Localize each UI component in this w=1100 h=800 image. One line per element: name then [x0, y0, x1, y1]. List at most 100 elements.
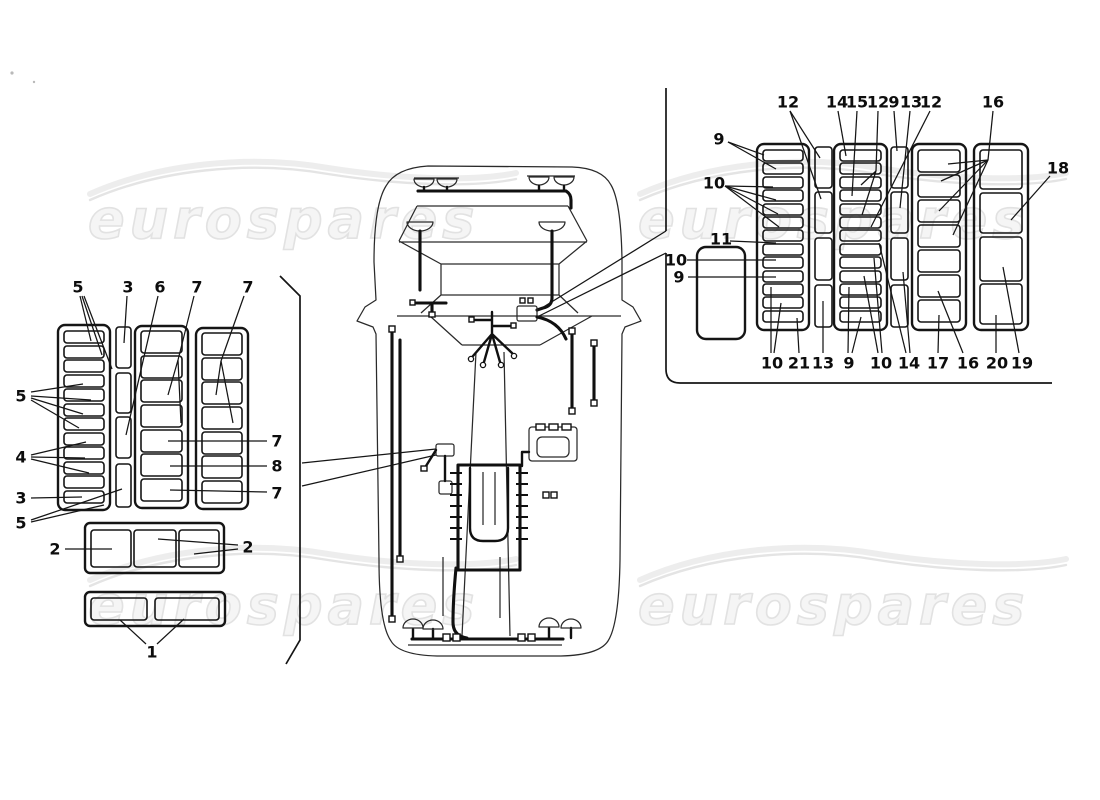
fuse-slot: [890, 191, 909, 234]
callout-line: [937, 314, 940, 354]
callout-label: 1: [146, 643, 157, 662]
callout-label: 19: [1011, 354, 1033, 373]
callout-label: 21: [788, 354, 810, 373]
connector: [568, 327, 576, 335]
callout-label: 10: [870, 354, 892, 373]
fuse-slot: [839, 149, 882, 162]
callout-line: [861, 170, 877, 216]
callout-line: [81, 295, 103, 356]
callout-line: [30, 383, 84, 393]
connector: [468, 316, 475, 323]
callout-line: [220, 360, 234, 424]
callout-line: [125, 295, 159, 436]
callout-label: 3: [122, 278, 133, 297]
callout-line: [30, 504, 105, 523]
connector: [590, 399, 598, 407]
callout-line: [773, 302, 782, 354]
fuse-slot: [839, 176, 882, 189]
callout-line: [789, 110, 822, 200]
harness-branch-tree: [471, 310, 514, 364]
callout-line: [1002, 266, 1020, 354]
battery-terminal: [548, 423, 559, 431]
fuse-box-outline: [83, 590, 227, 628]
callout-line: [873, 257, 883, 354]
callout-label: 13: [900, 93, 922, 112]
fuse-slot: [890, 146, 909, 189]
print-speck: [10, 71, 14, 75]
fuse-slot: [133, 529, 177, 568]
connector: [388, 325, 396, 333]
callout-line: [30, 456, 86, 459]
callout-line: [796, 317, 800, 354]
battery-cap: [536, 436, 570, 458]
connector: [510, 322, 517, 329]
callout-label: 14: [898, 354, 920, 373]
callout-line: [947, 159, 989, 165]
callout-line: [851, 110, 858, 197]
fuse-slot: [201, 480, 243, 504]
relay-box-2: [438, 480, 453, 495]
connector: [519, 297, 526, 304]
headlight-pods: [413, 175, 575, 188]
fuse-slot: [90, 597, 148, 621]
fuse-slot: [917, 224, 961, 248]
callout-line: [156, 618, 185, 645]
fuse-slot: [140, 453, 183, 477]
panel-frame: [665, 88, 1052, 384]
callout-label: 10: [703, 174, 725, 193]
front-harness-stubs: [422, 184, 566, 193]
callout-line: [878, 242, 907, 354]
watermark-text: eurospares: [638, 574, 1029, 637]
callout-line: [215, 360, 222, 396]
fuse-slot: [917, 149, 961, 173]
fuse-slot: [63, 446, 105, 460]
fuse-slot: [839, 203, 882, 216]
engine-detail: [482, 472, 496, 525]
callout-label: 5: [15, 387, 26, 406]
callout-label: 12: [777, 93, 799, 112]
callout-label: 17: [927, 354, 949, 373]
left-sill-harness: [390, 330, 402, 618]
callout-line: [847, 286, 850, 354]
battery-terminal: [561, 423, 572, 431]
callout-label: 7: [242, 278, 253, 297]
connector: [409, 299, 416, 306]
callout-line: [987, 110, 994, 161]
fuse-slot: [839, 216, 882, 229]
dashboard-fusebox-location: [516, 305, 538, 322]
callout-label: 12: [867, 93, 889, 112]
fuse-slot: [762, 296, 804, 309]
fuse-slot: [839, 310, 882, 323]
fuse-slot: [201, 332, 243, 356]
fuse-slot: [762, 189, 804, 202]
callout-line: [79, 295, 92, 342]
fuse-slot: [63, 388, 105, 402]
location-pointer-line: [536, 252, 667, 318]
callout-label: 5: [72, 278, 83, 297]
callout-line: [863, 275, 879, 354]
callout-line: [30, 458, 90, 474]
fuse-slot: [201, 455, 243, 479]
car-body-outline: [356, 165, 642, 657]
connector: [420, 465, 428, 472]
fuse-slot: [814, 146, 833, 189]
fuse-slot: [178, 529, 220, 568]
callout-line: [870, 110, 931, 228]
battery: [528, 426, 578, 462]
fuse-slot: [762, 256, 804, 269]
fuse-box-outline: [832, 142, 889, 332]
fuse-slot: [762, 310, 804, 323]
callout-line: [724, 185, 780, 228]
callout-line: [727, 141, 777, 170]
fuse-slot: [917, 249, 961, 273]
relay-wires: [424, 448, 447, 483]
fuse-slot: [63, 403, 105, 417]
fuse-slot: [63, 417, 105, 431]
callout-label: 16: [957, 354, 979, 373]
fuse-slot: [762, 162, 804, 175]
callout-line: [938, 159, 989, 212]
fuse-slot: [140, 404, 183, 428]
fuse-slot: [115, 416, 132, 459]
callout-label: 6: [154, 278, 165, 297]
